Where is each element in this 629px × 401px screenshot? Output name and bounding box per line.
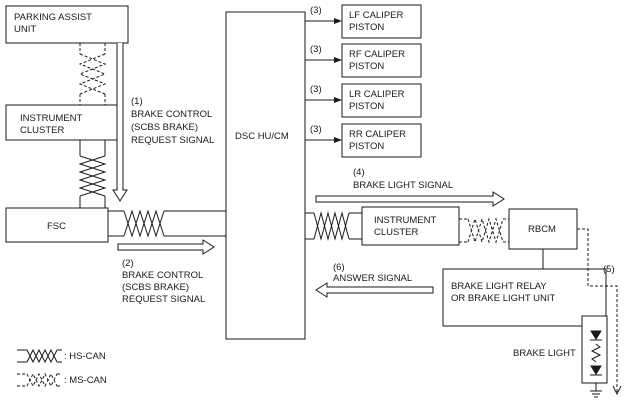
- instrument-cluster-right-box: INSTRUMENT CLUSTER: [361, 206, 460, 246]
- instrument-cluster-left-line-2: CLUSTER: [20, 125, 64, 136]
- legend-ms-can: : MS-CAN: [17, 372, 107, 388]
- brake-light-assembly: [581, 315, 608, 398]
- signal-2-line-3: REQUEST SIGNAL: [122, 294, 205, 305]
- rbcm-box: RBCM: [508, 208, 578, 250]
- legend-hs-can: : HS-CAN: [17, 348, 106, 364]
- hs-can-bus-vertical: [78, 140, 107, 208]
- rr-caliper-line-1: RR CALIPER: [349, 129, 406, 140]
- rr-caliper-line-2: PISTON: [349, 141, 384, 152]
- signal-1-arrow: [112, 43, 128, 202]
- rbcm-label: RBCM: [528, 224, 556, 235]
- ms-can-bus-cluster-rbcm: [459, 217, 509, 244]
- parking-assist-line-1: PARKING ASSIST: [14, 12, 92, 23]
- dsc-hu-cm-box: DSC HU/CM: [225, 11, 306, 340]
- fsc-box: FSC: [5, 207, 109, 243]
- signal-1-number: (1): [131, 96, 143, 107]
- signal-6-line-1: ANSWER SIGNAL: [333, 273, 412, 284]
- signal-1-line-1: BRAKE CONTROL: [131, 109, 212, 120]
- signal-4-line-1: BRAKE LIGHT SIGNAL: [353, 180, 453, 191]
- signal-3-rr-label: (3): [310, 124, 322, 135]
- legend-ms-can-label: : MS-CAN: [64, 375, 107, 386]
- rr-caliper-box: RR CALIPER PISTON: [341, 123, 422, 158]
- signal-6-number: (6): [333, 262, 345, 273]
- lf-caliper-box: LF CALIPER PISTON: [341, 4, 422, 39]
- signal-3-lf-label: (3): [310, 5, 322, 16]
- rf-caliper-box: RF CALIPER PISTON: [341, 43, 422, 78]
- instrument-cluster-left-box: INSTRUMENT CLUSTER: [5, 104, 121, 141]
- signal-2-label: (2) BRAKE CONTROL (SCBS BRAKE) REQUEST S…: [122, 258, 205, 305]
- signal-5-path: [577, 228, 622, 396]
- brake-light-relay-line-2: OR BRAKE LIGHT UNIT: [451, 293, 556, 304]
- signal-4-arrow: [315, 191, 505, 207]
- signal-2-number: (2): [122, 258, 134, 269]
- signal-1-line-3: REQUEST SIGNAL: [131, 135, 214, 146]
- brake-light-label: BRAKE LIGHT: [513, 348, 576, 359]
- signal-6-arrow: [315, 282, 434, 298]
- signal-2-line-2: (SCBS BRAKE): [122, 282, 189, 293]
- brake-light-relay-line-1: BRAKE LIGHT RELAY: [451, 281, 547, 292]
- signal-3-rf-label: (3): [310, 44, 322, 55]
- instrument-cluster-right-line-1: INSTRUMENT: [374, 215, 436, 226]
- lower-lamp-icon: [590, 365, 602, 375]
- hs-can-bus-fsc-dsc: [108, 209, 226, 238]
- fsc-label: FSC: [47, 221, 66, 232]
- parking-assist-line-2: UNIT: [14, 24, 36, 35]
- ms-can-bus-vertical: [78, 43, 107, 105]
- signal-3-rr: (3): [305, 124, 342, 143]
- signal-4-number: (4): [353, 167, 365, 178]
- hs-can-symbol-icon: [17, 348, 62, 364]
- signal-3-lr-label: (3): [310, 84, 322, 95]
- instrument-cluster-left-line-1: INSTRUMENT: [20, 113, 82, 124]
- hs-can-bus-dsc-cluster: [305, 211, 362, 241]
- dsc-label: DSC HU/CM: [235, 131, 289, 142]
- signal-3-lf: (3): [305, 5, 342, 24]
- lr-caliper-line-2: PISTON: [349, 101, 384, 112]
- brake-light-relay-box: BRAKE LIGHT RELAY OR BRAKE LIGHT UNIT: [442, 268, 607, 327]
- signal-1-line-2: (SCBS BRAKE): [131, 122, 198, 133]
- lr-caliper-line-1: LR CALIPER: [349, 89, 405, 100]
- lr-caliper-box: LR CALIPER PISTON: [341, 83, 422, 118]
- rf-caliper-line-1: RF CALIPER: [349, 49, 405, 60]
- ms-can-symbol-icon: [17, 372, 62, 388]
- upper-lamp-icon: [590, 330, 602, 340]
- lf-caliper-line-1: LF CALIPER: [349, 10, 404, 21]
- signal-4-label: (4) BRAKE LIGHT SIGNAL: [353, 167, 453, 191]
- legend-hs-can-label: : HS-CAN: [64, 351, 106, 362]
- parking-assist-unit-box: PARKING ASSIST UNIT: [5, 5, 129, 44]
- lf-caliper-line-2: PISTON: [349, 22, 384, 33]
- signal-6-label: (6) ANSWER SIGNAL: [333, 262, 412, 284]
- signal-3-rf: (3): [305, 44, 342, 63]
- signal-2-arrow: [117, 239, 215, 255]
- signal-1-label: (1) BRAKE CONTROL (SCBS BRAKE) REQUEST S…: [131, 96, 214, 146]
- signal-5-label: (5): [603, 264, 615, 275]
- instrument-cluster-right-line-2: CLUSTER: [374, 227, 418, 238]
- signal-3-lr: (3): [305, 84, 342, 103]
- signal-2-line-1: BRAKE CONTROL: [122, 270, 203, 281]
- rf-caliper-line-2: PISTON: [349, 61, 384, 72]
